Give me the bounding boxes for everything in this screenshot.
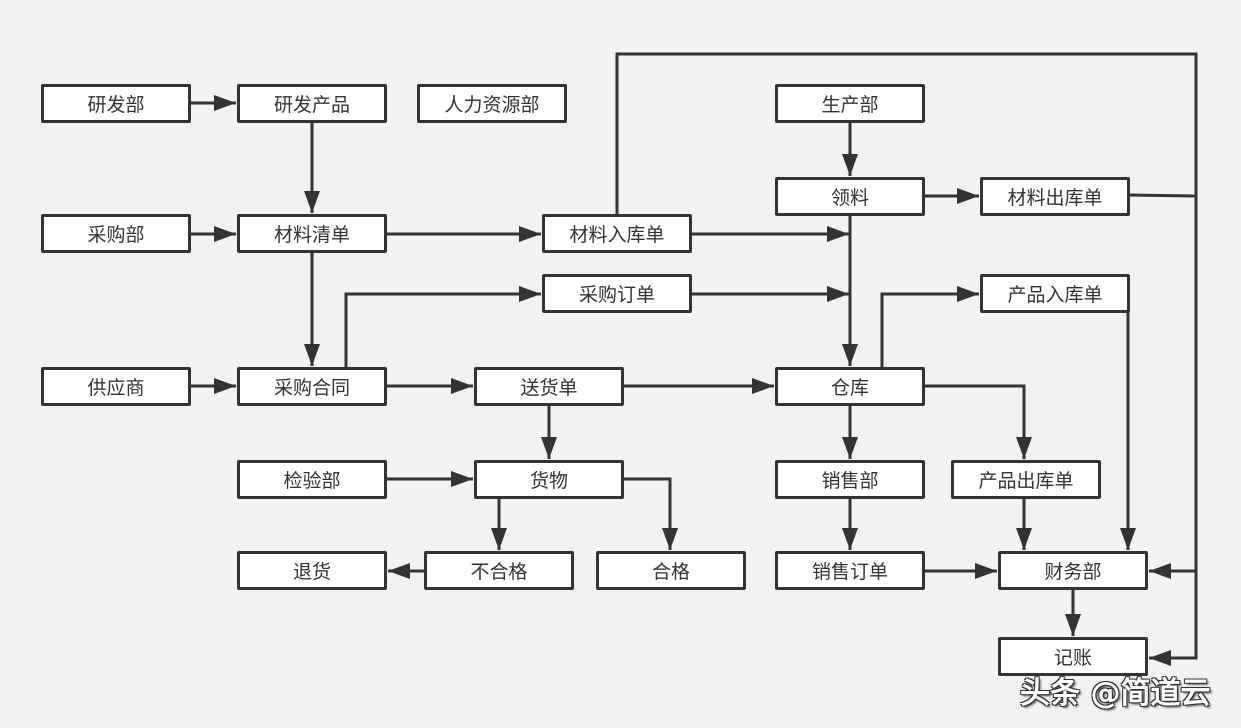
watermark: 头条 @简道云 — [1020, 676, 1211, 711]
node-rd-product: 研发产品 — [237, 84, 387, 123]
edge-material-out-slip-to-loop — [1129, 193, 1197, 198]
edge-warehouse-to-product-in-slip — [880, 286, 979, 367]
node-sales-dept: 销售部 — [775, 460, 925, 499]
node-sales-order: 销售订单 — [775, 551, 925, 590]
node-rd-dept: 研发部 — [41, 84, 191, 123]
node-production-dept: 生产部 — [775, 84, 925, 123]
node-material-in-slip: 材料入库单 — [542, 214, 692, 253]
node-return-goods: 退货 — [237, 551, 387, 590]
node-inspection-dept: 检验部 — [237, 460, 387, 499]
node-delivery-note: 送货单 — [474, 367, 624, 406]
node-unqualified: 不合格 — [424, 551, 574, 590]
edge-loop-to-bookkeeping — [1149, 571, 1198, 666]
node-purchase-order: 采购订单 — [542, 274, 692, 313]
node-material-pick: 领料 — [775, 177, 925, 216]
node-hr-dept: 人力资源部 — [417, 84, 567, 123]
node-goods: 货物 — [474, 460, 624, 499]
edge-warehouse-to-product-out-slip — [925, 384, 1032, 459]
edge-goods-to-qualified — [624, 477, 678, 550]
node-supplier: 供应商 — [41, 367, 191, 406]
node-finance-dept: 财务部 — [998, 551, 1148, 590]
node-warehouse: 仓库 — [775, 367, 925, 406]
node-purchase-contract: 采购合同 — [237, 367, 387, 406]
node-qualified: 合格 — [596, 551, 746, 590]
node-purchase-dept: 采购部 — [41, 214, 191, 253]
edge-material-in-slip-loop-to-finance — [615, 52, 1198, 579]
node-material-list: 材料清单 — [237, 214, 387, 253]
node-bookkeeping: 记账 — [998, 637, 1148, 676]
edge-purchase-contract-to-purchase-order — [344, 286, 541, 367]
node-product-out-slip: 产品出库单 — [951, 460, 1101, 499]
node-product-in-slip: 产品入库单 — [980, 274, 1130, 313]
node-material-out-slip: 材料出库单 — [980, 177, 1130, 216]
